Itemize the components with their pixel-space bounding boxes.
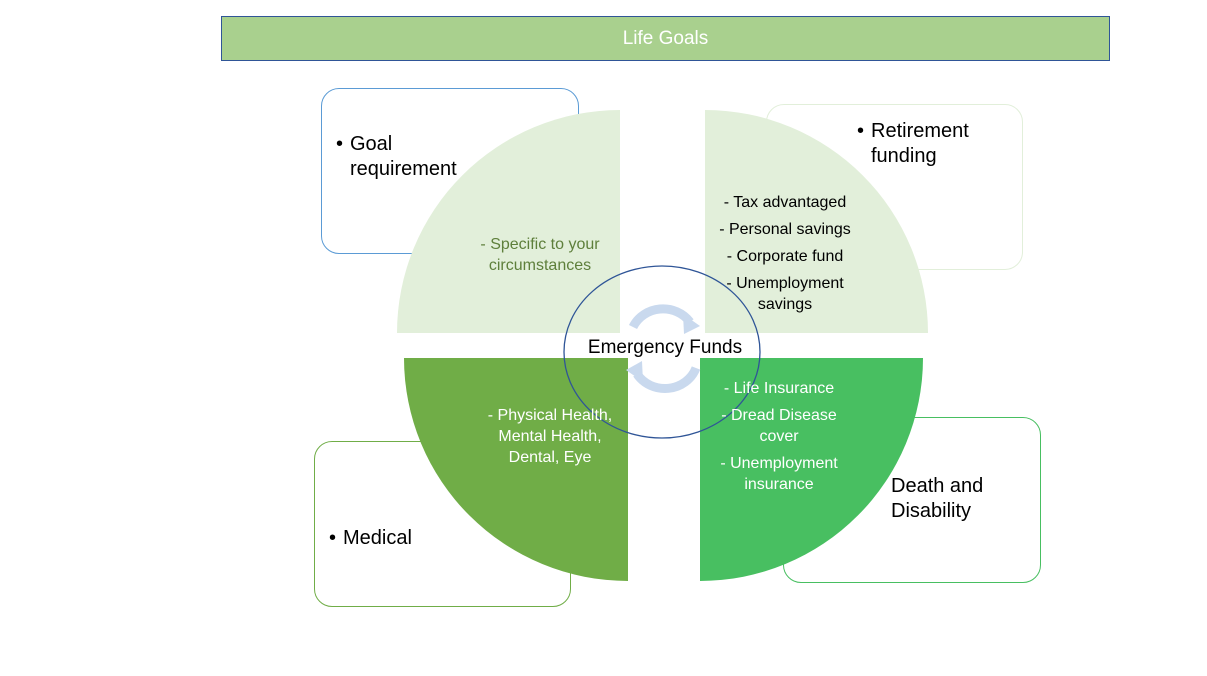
quadrant-bottom-left	[404, 358, 628, 581]
quadrant-top-left	[397, 110, 620, 333]
goal-requirements-label-2: requirement	[350, 158, 457, 180]
center-circle	[563, 265, 761, 439]
top-right-item: savings	[757, 296, 813, 313]
bottom-right-item: - Unemployment	[720, 455, 838, 472]
bottom-left-item: Mental Health,	[498, 428, 602, 445]
top-left-item: circumstances	[488, 257, 592, 274]
medical-label: Medical	[343, 527, 412, 549]
bottom-right-item: - Life Insurance	[723, 380, 835, 397]
top-left-item: - Specific to your	[480, 236, 600, 253]
death-disability-label-2: Disability	[891, 500, 972, 522]
title-bar: Life Goals	[221, 16, 1110, 61]
bullet-icon: •	[857, 120, 865, 142]
center-label: Emergency Funds	[587, 337, 743, 358]
death-disability-label-1: Death and	[891, 475, 984, 497]
bottom-right-item: insurance	[744, 476, 814, 493]
retirement-funding-label-1: Retirement	[871, 120, 969, 142]
quadrant-top-right-text: - Tax advantaged - Personal savings - Co…	[700, 192, 870, 321]
top-right-item: - Tax advantaged	[723, 194, 847, 211]
quadrant-bottom-left-text: - Physical Health, Mental Health, Dental…	[460, 405, 640, 468]
cycle-arrow-head-bottom	[626, 361, 643, 382]
bullet-icon: •	[336, 133, 344, 155]
goal-requirements-label-1: Goal	[350, 133, 393, 155]
top-right-item: - Unemployment	[726, 275, 844, 292]
page-title: Life Goals	[622, 27, 709, 49]
quadrant-top-left-text: - Specific to your circumstances	[450, 234, 630, 276]
bottom-left-item: Dental, Eye	[508, 449, 592, 466]
cycle-arrow-head-top	[683, 314, 700, 334]
top-right-item: - Corporate fund	[726, 248, 844, 265]
quadrant-bottom-right-text: - Life Insurance - Dread Disease cover -…	[694, 378, 864, 501]
quadrant-bottom-right	[700, 358, 923, 581]
bottom-right-item: - Dread Disease	[721, 407, 837, 424]
bottom-right-item: cover	[759, 428, 799, 445]
bullet-icon: •	[329, 527, 337, 549]
top-right-item: - Personal savings	[719, 221, 851, 238]
bottom-left-item: - Physical Health,	[487, 407, 613, 424]
quadrant-top-right	[705, 110, 928, 333]
retirement-funding-label-2: funding	[871, 145, 937, 167]
